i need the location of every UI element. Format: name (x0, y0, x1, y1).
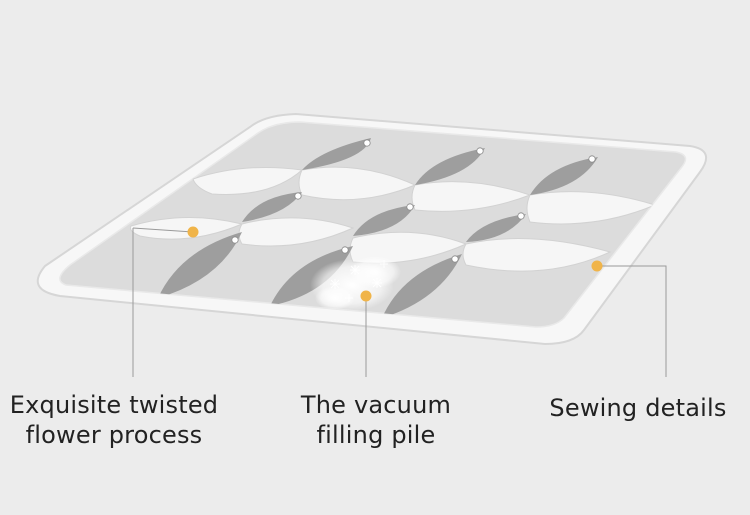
stitch-point (451, 255, 459, 263)
twist-fold (530, 157, 598, 195)
leader-line-sewing (597, 265, 667, 377)
callout-dot-twisted (187, 226, 199, 238)
quilt-panel (462, 238, 612, 272)
stitch-point (341, 246, 349, 254)
label-line: Exquisite twisted (9, 391, 219, 419)
callout-dot-sewing (591, 260, 603, 272)
stitch-point (363, 139, 371, 147)
callout-dot-vacuum (360, 290, 372, 302)
quilt-panel (411, 181, 532, 212)
label-sewing-details: Sewing details (548, 393, 728, 423)
label-twisted-flower-process: Exquisite twisted flower process (8, 390, 220, 450)
twist-fold (415, 148, 485, 185)
stitch-point (517, 212, 525, 220)
stitch-point (406, 203, 414, 211)
quilt-panel (298, 166, 417, 201)
quilt-panel (526, 191, 657, 225)
label-line: flower process (25, 421, 203, 449)
leader-line-twisted-tick (132, 227, 194, 233)
quilt-panel (192, 166, 304, 195)
stitch-point (588, 155, 596, 163)
stitch-point (476, 147, 484, 155)
twist-fold (242, 192, 302, 222)
label-line: Sewing details (549, 394, 727, 422)
twist-fold (158, 232, 242, 298)
twist-fold (302, 138, 371, 170)
stitch-point (231, 236, 239, 244)
twist-fold (353, 205, 415, 236)
label-line: The vacuum (300, 391, 452, 419)
label-vacuum-filling-pile: The vacuum filling pile (296, 390, 456, 450)
twist-fold (466, 214, 526, 242)
quilt-panel (349, 231, 468, 264)
label-line: filling pile (316, 421, 436, 449)
filling-fluff (310, 256, 401, 311)
twist-fold (270, 246, 353, 306)
twist-fold (382, 254, 462, 318)
stitch-point (294, 192, 302, 200)
